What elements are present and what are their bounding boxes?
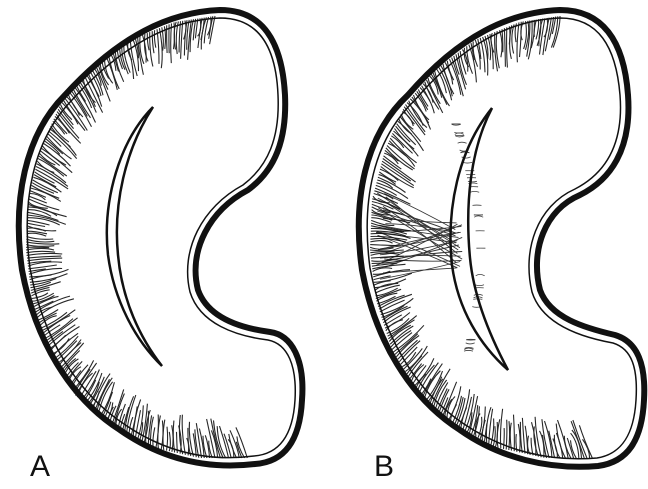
- pelvis-network-stroke: [468, 183, 477, 184]
- cortical-vessel-stroke: [181, 21, 183, 59]
- cortical-vessel-stroke: [509, 421, 510, 450]
- cortical-vessel-stroke: [370, 250, 404, 251]
- cortical-vessel-stroke: [510, 423, 511, 451]
- cortical-vessel-stroke: [27, 237, 54, 240]
- panel-label-a: A: [30, 452, 50, 482]
- panel-b-outer-capsule: [359, 10, 644, 467]
- cortical-vessel-stroke: [520, 422, 522, 453]
- pelvis-network-stroke: [463, 162, 472, 163]
- cortical-vessel-stroke: [430, 379, 443, 404]
- cortical-vessel-stroke: [34, 175, 56, 187]
- cortical-vessel-stroke: [522, 418, 525, 454]
- panel-a-cortical-vessels: [26, 16, 247, 458]
- cortical-vessel-stroke: [153, 427, 155, 447]
- panel-b-kidney: [359, 10, 644, 467]
- cortical-vessel-stroke: [520, 22, 522, 57]
- cortical-vessel-stroke: [524, 21, 527, 49]
- cortical-vessel-stroke: [400, 116, 421, 141]
- cortical-vessel-stroke: [179, 21, 180, 52]
- cortical-vessel-stroke: [26, 251, 55, 252]
- cortical-vessel-stroke: [57, 340, 82, 365]
- panel-a-inner-capsule-line: [27, 18, 295, 458]
- cortical-vessel-stroke: [388, 320, 414, 339]
- cortical-vessel-stroke: [500, 409, 502, 449]
- cortical-vessel-stroke: [147, 33, 149, 50]
- pelvis-network-stroke: [468, 181, 477, 182]
- cortical-vessel-stroke: [196, 423, 201, 458]
- pelvis-network-stroke: [474, 216, 483, 217]
- cortical-vessel-stroke: [516, 434, 517, 452]
- cortical-vessel-stroke: [496, 31, 499, 68]
- panel-a-kidney: [19, 10, 303, 466]
- cortical-vessel-stroke: [370, 241, 392, 244]
- cortical-vessel-stroke: [427, 80, 443, 113]
- cortical-vessel-stroke: [512, 24, 514, 53]
- cortical-vessel-stroke: [416, 374, 426, 389]
- cortical-vessel-stroke: [536, 19, 539, 39]
- cortical-vessel-stroke: [167, 427, 168, 451]
- cortical-vessel-stroke: [29, 196, 47, 203]
- cortical-vessel-stroke: [385, 150, 399, 161]
- cortical-vessel-stroke: [514, 415, 515, 452]
- pelvis-network-stroke: [470, 192, 479, 193]
- pelvis-network-stroke: [455, 136, 464, 137]
- cortical-vessel-stroke: [506, 420, 507, 450]
- cortical-vessel-stroke: [164, 26, 165, 49]
- pelvis-network-stroke: [464, 350, 473, 351]
- cortical-vessel-stroke: [370, 252, 394, 253]
- panel-b-inner-capsule-line: [367, 18, 636, 459]
- cortical-vessel-stroke: [417, 365, 434, 391]
- cortical-vessel-stroke: [504, 428, 505, 449]
- panel-label-b: B: [374, 452, 394, 482]
- cortical-vessel-stroke: [171, 23, 172, 63]
- pelvis-network-stroke: [472, 307, 481, 308]
- cortical-vessel-stroke: [378, 295, 405, 306]
- cortical-vessel-stroke: [531, 438, 533, 456]
- cortical-vessel-stroke: [177, 432, 178, 453]
- pelvis-network-stroke: [458, 142, 467, 143]
- cortical-vessel-stroke: [27, 258, 62, 261]
- cortical-vessel-stroke: [399, 341, 420, 362]
- cortical-vessel-stroke: [74, 369, 90, 393]
- cortical-vessel-stroke: [408, 352, 428, 376]
- cortical-vessel-stroke: [500, 30, 502, 57]
- cortical-vessel-stroke: [504, 28, 505, 67]
- cortical-vessel-stroke: [27, 253, 63, 255]
- cortical-vessel-stroke: [31, 282, 61, 291]
- pelvis-network-stroke: [476, 274, 485, 275]
- panel-a-pelvis-slit: [107, 107, 162, 366]
- pelvis-network-stroke: [475, 285, 484, 286]
- cortical-vessel-stroke: [45, 318, 77, 342]
- panel-a-outer-capsule: [19, 10, 303, 466]
- cortical-vessel-stroke: [28, 265, 57, 269]
- cortical-vessel-stroke: [456, 54, 466, 89]
- cortical-vessel-stroke: [173, 421, 174, 453]
- cortical-vessel-stroke: [26, 248, 54, 250]
- cortical-vessel-stroke: [159, 28, 162, 68]
- pelvis-network-stroke: [464, 348, 473, 349]
- cortical-vessel-stroke: [169, 432, 170, 451]
- cortical-vessel-stroke: [154, 30, 155, 48]
- cortical-vessel-stroke: [157, 29, 159, 64]
- pelvis-network-stroke: [452, 124, 461, 125]
- cortical-vessel-stroke: [26, 245, 54, 247]
- pelvis-network-stroke: [462, 157, 471, 158]
- panel-b-cortical-vessels: [370, 16, 592, 458]
- pelvis-network-stroke: [466, 343, 475, 344]
- cortical-vessel-stroke: [507, 27, 508, 67]
- cortical-vessel-stroke: [517, 22, 519, 62]
- cortical-vessel-stroke: [509, 26, 510, 44]
- bridge-vessel-stroke: [383, 268, 457, 273]
- cortical-vessel-stroke: [433, 72, 447, 104]
- cortical-vessel-stroke: [182, 415, 185, 455]
